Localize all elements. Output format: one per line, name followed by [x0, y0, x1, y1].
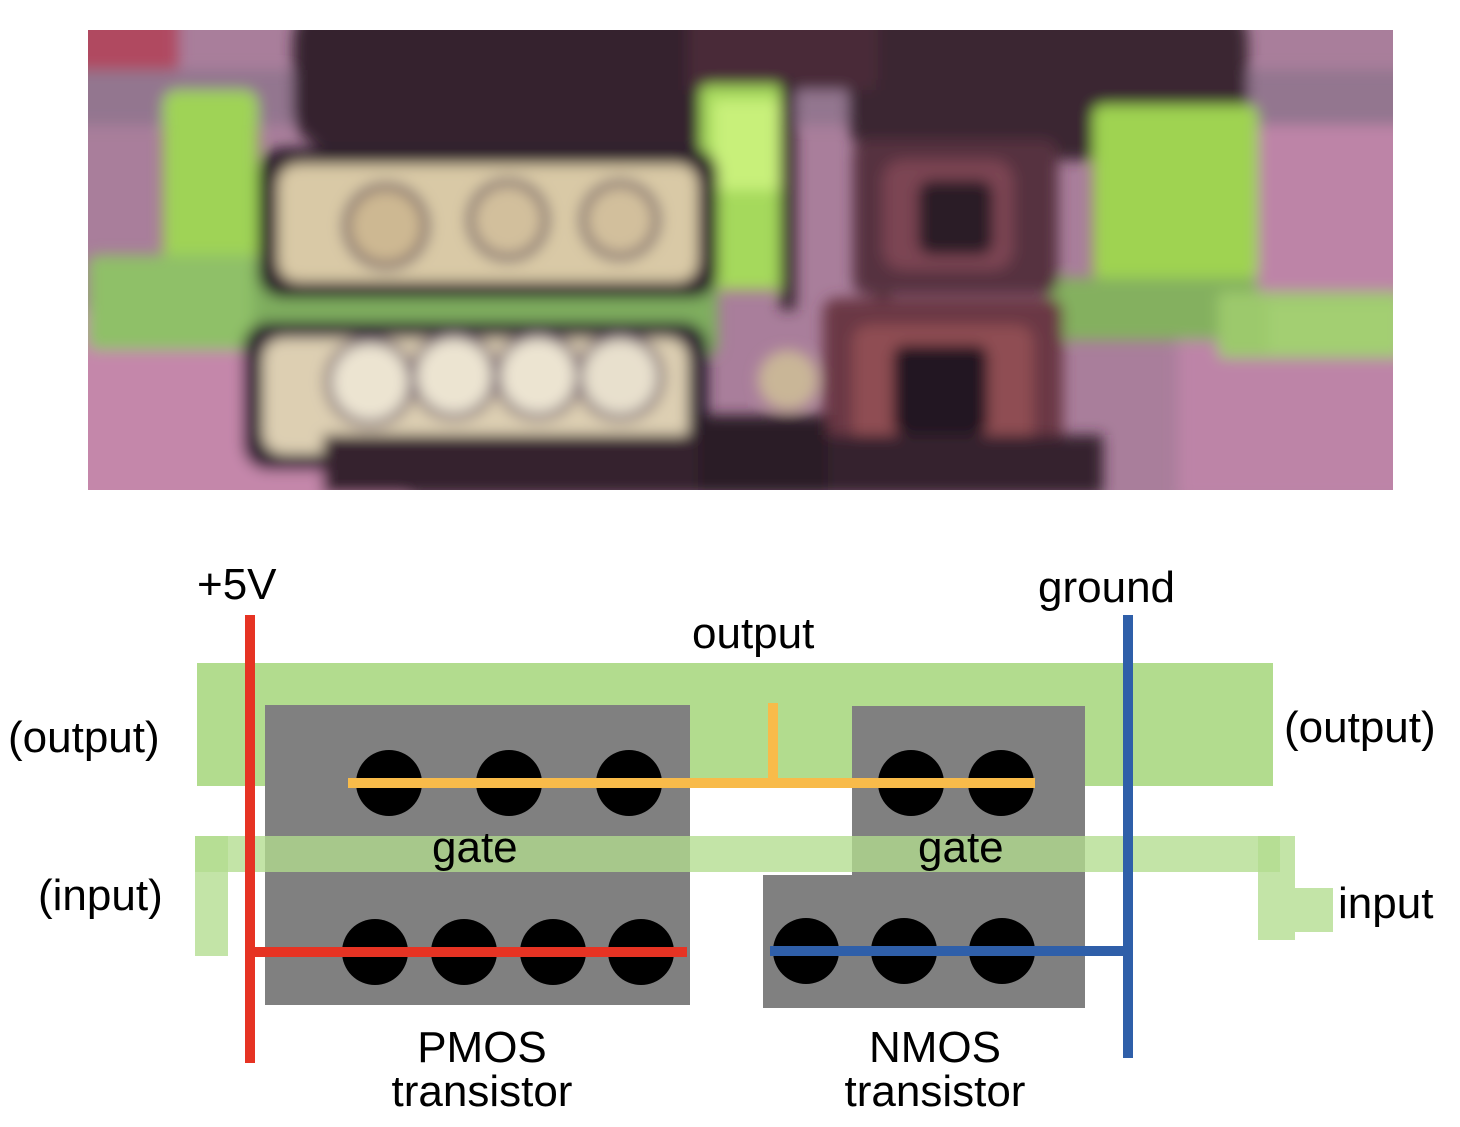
vdd-line-vertical: [245, 615, 255, 1063]
vdd-line-horizontal: [250, 947, 687, 957]
output-line-stub: [768, 703, 778, 785]
output-left-label: (output): [8, 713, 160, 762]
nmos-caption-type: transistor: [844, 1067, 1026, 1116]
ground-line-horizontal: [770, 946, 1128, 956]
output-line-horizontal: [348, 778, 1035, 788]
nmos-gate-label: gate: [918, 823, 1004, 872]
nmos-caption-name: NMOS: [869, 1023, 1001, 1072]
pmos-gate-label: gate: [432, 823, 518, 872]
input-right-label: input: [1338, 879, 1434, 928]
input-rail-left-drop: [195, 836, 228, 956]
input-rail-right-drop: [1258, 836, 1295, 940]
input-rail-stub: [1295, 888, 1333, 932]
pmos-caption-name: PMOS: [417, 1023, 547, 1072]
pmos-caption-type: transistor: [391, 1067, 573, 1116]
output-label: output: [692, 609, 815, 658]
die-photo: [88, 30, 1393, 490]
ground-label: ground: [1038, 563, 1176, 612]
ground-line-vertical: [1123, 615, 1133, 1058]
input-rail: [195, 836, 1280, 872]
input-left-label: (input): [38, 871, 163, 920]
output-right-label: (output): [1284, 703, 1436, 752]
vdd-label: +5V: [197, 560, 277, 609]
die-photo-art: [88, 30, 1393, 490]
nmos-caption: NMOS transistor: [780, 1026, 1090, 1114]
pmos-caption: PMOS transistor: [327, 1026, 637, 1114]
